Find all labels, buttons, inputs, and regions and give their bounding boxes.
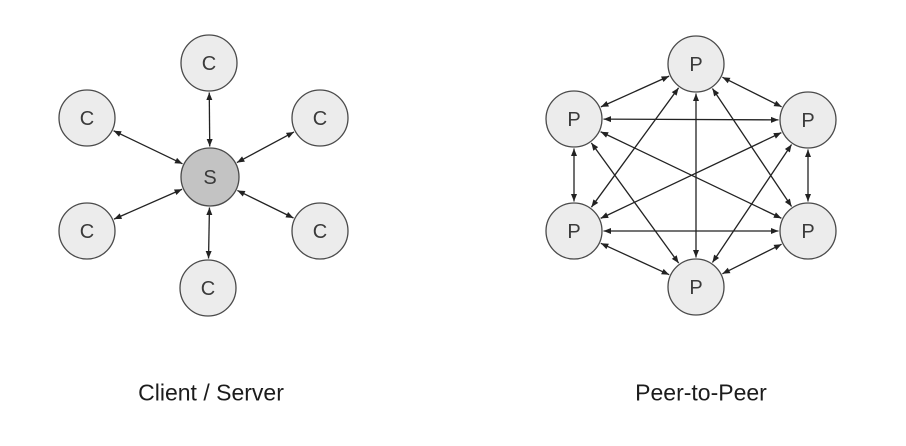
edge-line bbox=[603, 118, 779, 121]
arrowhead-icon bbox=[784, 144, 792, 153]
peer-node-label: P bbox=[567, 221, 580, 243]
peer-node bbox=[667, 35, 725, 93]
arrowhead-icon bbox=[591, 142, 599, 151]
arrowhead-icon bbox=[722, 77, 731, 84]
peer-node-label: P bbox=[567, 109, 580, 131]
client-node-label: C bbox=[202, 53, 216, 75]
arrowhead-icon bbox=[603, 228, 611, 234]
arrowhead-icon bbox=[206, 207, 213, 216]
arrowhead-icon bbox=[770, 116, 779, 123]
arrowhead-icon bbox=[771, 228, 779, 234]
arrowhead-icon bbox=[600, 212, 609, 219]
edge-line bbox=[711, 88, 793, 207]
arrowhead-icon bbox=[205, 250, 212, 259]
arrowhead-icon bbox=[591, 199, 599, 208]
arrowhead-icon bbox=[571, 148, 577, 156]
arrowhead-icon bbox=[285, 212, 294, 219]
arrowhead-icon bbox=[773, 132, 782, 139]
edge-line bbox=[600, 242, 670, 276]
client-node-label: C bbox=[80, 108, 94, 130]
edge-line bbox=[113, 188, 183, 220]
client-node bbox=[180, 34, 238, 92]
client-server-diagram: S C C C C C C bbox=[58, 34, 349, 317]
client-node bbox=[291, 202, 349, 260]
arrowhead-icon bbox=[114, 213, 123, 220]
arrowhead-icon bbox=[600, 101, 609, 107]
arrowhead-icon bbox=[661, 76, 670, 82]
arrowhead-icon bbox=[722, 267, 731, 274]
peer-to-peer-diagram: P P P P P P bbox=[545, 35, 837, 316]
peer-node-label: P bbox=[689, 277, 702, 299]
edge-line bbox=[722, 243, 782, 275]
arrowhead-icon bbox=[285, 131, 295, 139]
client-node bbox=[58, 202, 116, 260]
arrowhead-icon bbox=[113, 130, 122, 137]
arrowhead-icon bbox=[693, 250, 699, 258]
edge-line bbox=[113, 130, 183, 165]
client-node-label: C bbox=[313, 108, 327, 130]
peer-node-label: P bbox=[689, 54, 702, 76]
server-node bbox=[180, 147, 240, 207]
peer-node bbox=[779, 91, 837, 149]
arrowhead-icon bbox=[237, 190, 246, 197]
arrowhead-icon bbox=[805, 194, 811, 202]
arrowhead-icon bbox=[600, 243, 609, 250]
edge-line bbox=[722, 76, 782, 108]
caption-peer-to-peer: Peer-to-Peer bbox=[635, 379, 767, 406]
client-node bbox=[58, 89, 116, 147]
arrowhead-icon bbox=[174, 157, 183, 164]
arrowhead-icon bbox=[173, 189, 183, 196]
arrowhead-icon bbox=[784, 198, 792, 207]
arrowhead-icon bbox=[805, 149, 811, 157]
edge-line bbox=[600, 131, 782, 219]
arrowhead-icon bbox=[603, 116, 612, 123]
peer-node-label: P bbox=[801, 110, 814, 132]
arrowhead-icon bbox=[206, 138, 213, 147]
arrowhead-icon bbox=[671, 255, 679, 264]
edge-line bbox=[600, 75, 670, 108]
peer-node bbox=[545, 90, 603, 148]
arrowhead-icon bbox=[661, 268, 670, 275]
peer-node-label: P bbox=[801, 221, 814, 243]
arrowhead-icon bbox=[712, 254, 720, 263]
caption-client-server: Client / Server bbox=[138, 379, 284, 406]
peer-node bbox=[545, 202, 603, 260]
server-node-label: S bbox=[203, 167, 216, 189]
edge-line bbox=[207, 207, 211, 259]
arrowhead-icon bbox=[206, 92, 213, 101]
client-node bbox=[291, 89, 349, 147]
client-node-label: C bbox=[80, 221, 94, 243]
client-node-label: C bbox=[201, 278, 215, 300]
arrowhead-icon bbox=[236, 156, 245, 163]
edge-line bbox=[590, 142, 680, 264]
peer-node bbox=[779, 202, 837, 260]
edge-line bbox=[236, 131, 295, 164]
arrowhead-icon bbox=[712, 88, 720, 97]
arrowhead-icon bbox=[571, 194, 577, 202]
peer-node bbox=[667, 258, 725, 316]
arrowhead-icon bbox=[671, 87, 679, 96]
arrowhead-icon bbox=[600, 131, 609, 138]
client-node bbox=[179, 259, 237, 317]
arrowhead-icon bbox=[693, 93, 699, 101]
arrowhead-icon bbox=[773, 212, 782, 219]
arrowhead-icon bbox=[773, 100, 782, 107]
edge-line bbox=[237, 189, 294, 219]
arrowhead-icon bbox=[773, 244, 782, 251]
client-node-label: C bbox=[313, 221, 327, 243]
